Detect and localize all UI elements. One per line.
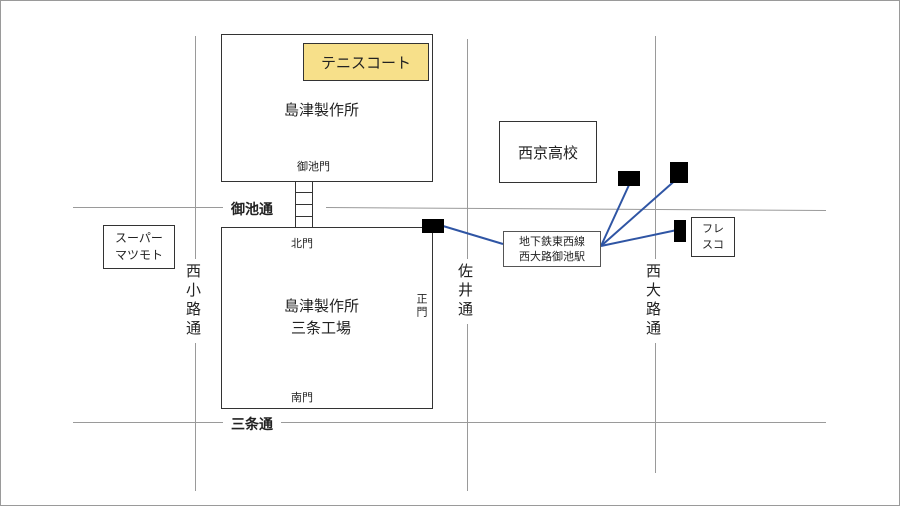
road-oike-left bbox=[73, 207, 223, 208]
nishikyo-high-label: 西京高校 bbox=[517, 143, 578, 162]
road-nishioji bbox=[655, 36, 656, 473]
oike-gate-label: 御池門 bbox=[297, 160, 330, 173]
sanjo-factory-label-1: 島津製作所 bbox=[284, 297, 360, 315]
fresco-label-1: フレ bbox=[702, 222, 724, 235]
road-label-oike: 御池通 bbox=[223, 199, 281, 219]
supermarket-label-1: スーパー bbox=[115, 231, 163, 245]
north-gate-label: 北門 bbox=[291, 237, 313, 250]
station-label-1: 地下鉄東西線 bbox=[519, 235, 585, 248]
tennis-court-label: テニスコート bbox=[320, 53, 411, 72]
station-label-2: 西大路御池駅 bbox=[519, 250, 585, 263]
station-exit-marker-west bbox=[422, 219, 444, 233]
fresco-label-2: スコ bbox=[702, 238, 724, 251]
station-exit-marker-east bbox=[674, 220, 686, 242]
exit-line-north-1 bbox=[600, 184, 630, 247]
supermarket-matsumoto: スーパー マツモト bbox=[103, 225, 175, 269]
sanjo-factory-block bbox=[221, 227, 433, 409]
south-gate-label: 南門 bbox=[291, 391, 313, 404]
road-label-sai: 佐井通 bbox=[455, 259, 476, 324]
exit-line-west bbox=[442, 225, 504, 245]
shimadzu-main-label: 島津製作所 bbox=[284, 101, 360, 119]
exit-line-east bbox=[600, 229, 678, 247]
road-sanjo bbox=[73, 422, 826, 423]
subway-station: 地下鉄東西線 西大路御池駅 bbox=[503, 231, 601, 267]
crosswalk bbox=[295, 182, 313, 228]
main-gate-label: 正門 bbox=[415, 293, 428, 319]
station-exit-marker-north-1 bbox=[618, 171, 640, 186]
nishikyo-high-school: 西京高校 bbox=[499, 121, 597, 183]
road-label-nishioji: 西大路通 bbox=[643, 259, 664, 343]
road-label-sanjo: 三条通 bbox=[223, 414, 281, 434]
road-label-nishikoji: 西小路通 bbox=[183, 259, 204, 343]
tennis-court: テニスコート bbox=[303, 43, 429, 81]
sanjo-factory-label-2: 三条工場 bbox=[291, 319, 352, 337]
station-exit-marker-north-2 bbox=[670, 162, 688, 183]
fresco-store: フレ スコ bbox=[691, 217, 735, 257]
exit-line-north-2 bbox=[600, 176, 680, 247]
supermarket-label-2: マツモト bbox=[114, 248, 163, 262]
